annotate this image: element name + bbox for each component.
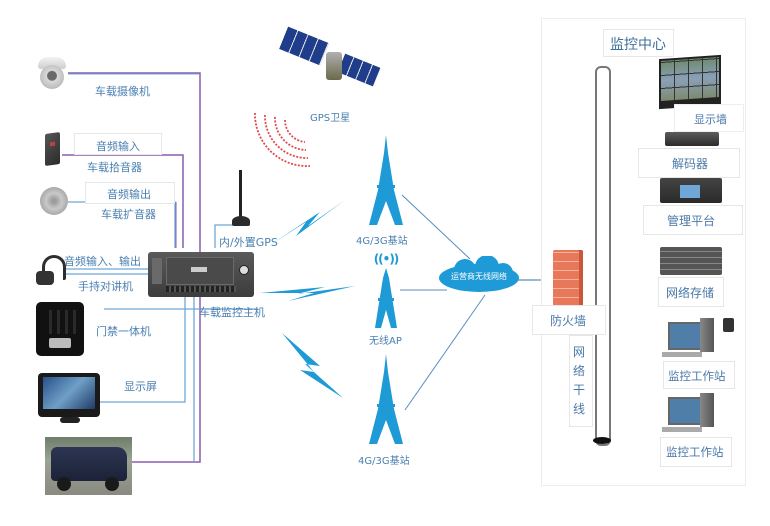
firewall-label: 防火墙	[550, 314, 587, 328]
center-title: 监控中心	[610, 37, 666, 53]
cloud-label: 运营商无线网络	[451, 272, 507, 281]
management-server-icon	[660, 178, 722, 203]
pipe-end	[593, 437, 611, 444]
pickup-link	[62, 154, 184, 248]
workstation-icon	[660, 318, 742, 360]
vehicle-photo	[45, 437, 132, 495]
wireless-bolts	[260, 200, 355, 398]
camera-label: 车载摄像机	[95, 85, 150, 98]
workstation2-label: 监控工作站	[666, 445, 724, 459]
firewall-label-box	[532, 305, 606, 335]
vehicle-host-unit	[148, 252, 254, 297]
wireless-ap-icon: ((•))	[363, 252, 409, 328]
decoder-icon	[665, 132, 719, 146]
display-link	[100, 296, 186, 403]
handheld-radio-icon	[36, 255, 66, 289]
storage-label: 网络存储	[666, 286, 715, 300]
backbone-label: 网络干线	[573, 345, 586, 416]
workstation2-label-box	[660, 437, 732, 467]
gps-signal-waves	[254, 112, 311, 167]
audio-io-label: 音频输入、输出	[64, 255, 141, 268]
gps-label: 内/外置GPS	[219, 236, 278, 249]
audio-output-label: 音频输出	[107, 188, 151, 201]
decoder-label: 解码器	[672, 157, 709, 171]
center-title-box	[603, 29, 674, 57]
audio-input-box	[74, 133, 162, 155]
firewall-icon	[553, 250, 583, 306]
network-storage-icon	[660, 247, 722, 275]
host-label: 车载监控主机	[199, 306, 265, 319]
video-wall-label: 显示墙	[694, 113, 727, 126]
network-backbone-pipe	[595, 66, 611, 446]
satellite-label: GPS卫星	[310, 113, 351, 124]
audio-output-box	[85, 182, 175, 204]
gps-satellite-icon	[279, 26, 381, 88]
audio-input-label: 音频输入	[96, 140, 140, 153]
pickup-label: 车载拾音器	[87, 161, 142, 174]
storage-label-box	[658, 277, 724, 307]
tower-top-label: 4G/3G基站	[356, 236, 408, 247]
monitor-icon	[38, 373, 100, 423]
handheld-label: 手持对讲机	[78, 280, 133, 293]
decoder-label-box	[638, 148, 740, 178]
audio-pickup-icon	[45, 131, 60, 167]
cell-tower-icon	[368, 354, 404, 444]
video-wall-label-box	[674, 104, 744, 132]
speaker-icon	[40, 187, 68, 215]
access-control-icon	[36, 302, 84, 356]
dome-camera-icon	[36, 57, 68, 91]
workstation1-label: 监控工作站	[668, 369, 726, 383]
amplifier-label: 车载扩音器	[101, 208, 156, 221]
video-wall-icon	[659, 54, 721, 110]
cell-tower-icon	[368, 135, 404, 225]
gps-antenna-icon	[230, 170, 252, 232]
carrier-network-cloud: 运营商无线网络	[437, 256, 521, 296]
tower-bottom-label: 4G/3G基站	[358, 456, 410, 467]
workstation-icon	[660, 393, 720, 435]
platform-label: 管理平台	[667, 214, 716, 228]
display-label: 显示屏	[124, 380, 157, 393]
access-label: 门禁一体机	[96, 325, 151, 338]
backbone-label-box	[569, 335, 593, 427]
workstation1-label-box	[663, 361, 735, 389]
ap-label: 无线AP	[369, 336, 402, 347]
platform-label-box	[643, 205, 743, 235]
